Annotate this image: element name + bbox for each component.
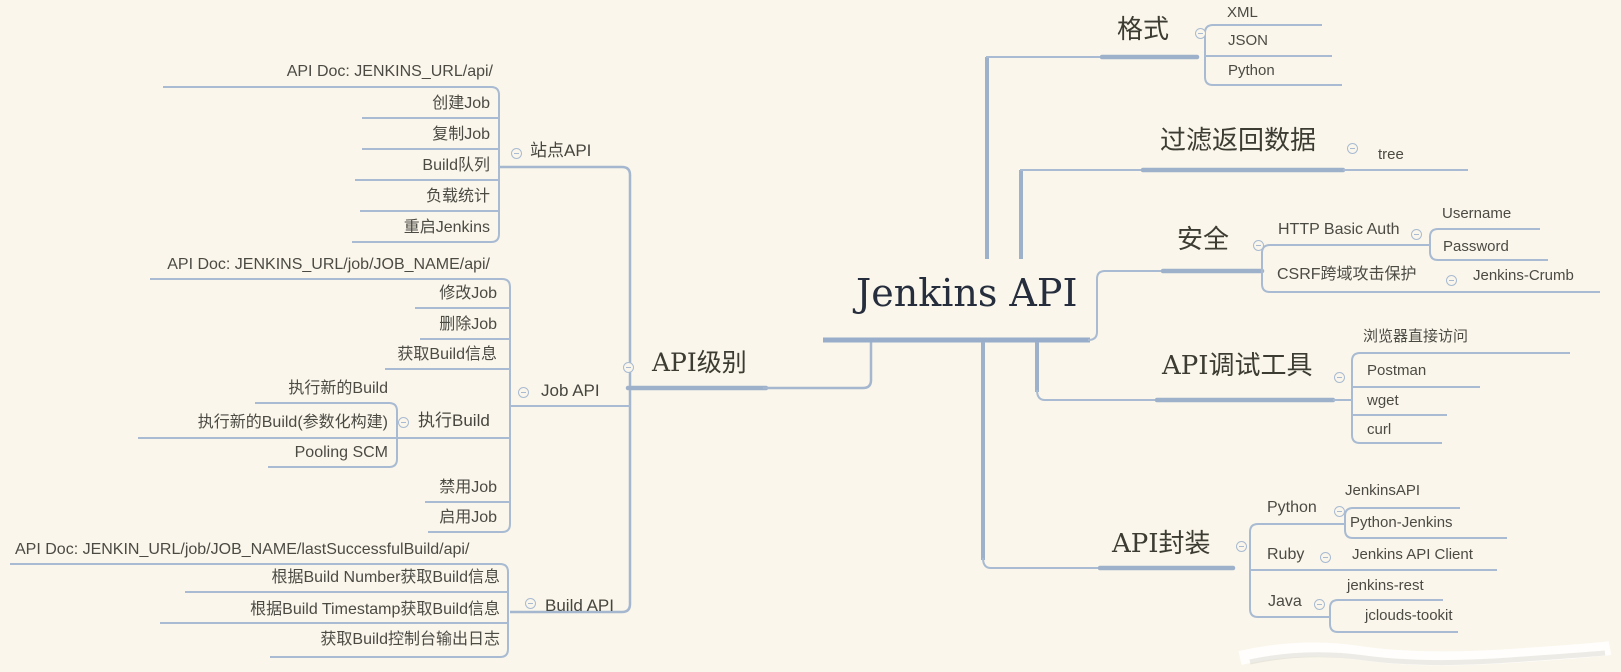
node-jenkins-rest[interactable]: jenkins-rest bbox=[1347, 577, 1424, 594]
wrapper-link bbox=[982, 557, 1100, 569]
collapse-icon[interactable] bbox=[1347, 143, 1358, 154]
node-job-api[interactable]: Job API bbox=[541, 381, 600, 400]
node-password[interactable]: Password bbox=[1443, 238, 1509, 255]
node-disable-job[interactable]: 禁用Job bbox=[439, 479, 497, 496]
node-delete-job[interactable]: 删除Job bbox=[439, 316, 497, 333]
smudge-mark bbox=[1238, 641, 1612, 666]
node-pooling-scm[interactable]: Pooling SCM bbox=[294, 444, 388, 461]
node-build-api-doc[interactable]: API Doc: JENKIN_URL/job/JOB_NAME/lastSuc… bbox=[15, 541, 470, 558]
node-modify-job[interactable]: 修改Job bbox=[439, 285, 497, 302]
topic-security[interactable]: 安全 bbox=[1177, 225, 1230, 255]
execute-build-bracket bbox=[255, 402, 398, 468]
node-build-api[interactable]: Build API bbox=[545, 596, 614, 615]
node-site-api-doc[interactable]: API Doc: JENKINS_URL/api/ bbox=[286, 63, 493, 80]
debug-children-bracket bbox=[1351, 352, 1570, 444]
collapse-icon[interactable] bbox=[1320, 552, 1331, 563]
collapse-icon[interactable] bbox=[623, 362, 634, 373]
collapse-icon[interactable] bbox=[1334, 506, 1345, 517]
node-csrf-protection[interactable]: CSRF跨域攻击保护 bbox=[1277, 266, 1417, 283]
node-create-job[interactable]: 创建Job bbox=[432, 95, 490, 112]
node-build-info-by-timestamp[interactable]: 根据Build Timestamp获取Build信息 bbox=[250, 601, 500, 618]
node-copy-job[interactable]: 复制Job bbox=[432, 126, 490, 143]
collapse-icon[interactable] bbox=[1236, 541, 1247, 552]
topic-api-wrapper[interactable]: API封装 bbox=[1112, 529, 1211, 559]
python-sub-bracket bbox=[1344, 507, 1507, 539]
node-json[interactable]: JSON bbox=[1228, 32, 1269, 49]
node-jclouds-tookit[interactable]: jclouds-tookit bbox=[1365, 607, 1453, 624]
collapse-icon[interactable] bbox=[398, 417, 409, 428]
node-python-jenkins[interactable]: Python-Jenkins bbox=[1350, 514, 1453, 531]
node-xml[interactable]: XML bbox=[1227, 4, 1258, 21]
node-python-lang[interactable]: Python bbox=[1267, 499, 1317, 516]
topic-api-level[interactable]: API级别 bbox=[652, 348, 747, 377]
node-execute-build[interactable]: 执行Build bbox=[418, 411, 490, 430]
collapse-icon[interactable] bbox=[1411, 229, 1422, 240]
debug-link bbox=[1036, 389, 1157, 401]
node-build-console-log[interactable]: 获取Build控制台输出日志 bbox=[320, 631, 500, 648]
node-tree[interactable]: tree bbox=[1378, 146, 1404, 163]
node-enable-job[interactable]: 启用Job bbox=[439, 509, 497, 526]
collapse-icon[interactable] bbox=[1334, 372, 1345, 383]
node-http-basic-auth[interactable]: HTTP Basic Auth bbox=[1278, 221, 1400, 238]
node-jenkins-api-client[interactable]: Jenkins API Client bbox=[1352, 546, 1473, 563]
topic-api-debug-tools[interactable]: API调试工具 bbox=[1162, 351, 1313, 381]
node-get-build-info[interactable]: 获取Build信息 bbox=[397, 346, 497, 363]
node-build-queue[interactable]: Build队列 bbox=[422, 157, 490, 174]
java-sub-bracket bbox=[1329, 599, 1458, 633]
collapse-icon[interactable] bbox=[525, 598, 536, 609]
collapse-icon[interactable] bbox=[1446, 275, 1457, 286]
collapse-icon[interactable] bbox=[1195, 28, 1206, 39]
collapse-icon[interactable] bbox=[1314, 599, 1325, 610]
api-level-to-root bbox=[763, 342, 873, 390]
node-browser-access[interactable]: 浏览器直接访问 bbox=[1363, 328, 1469, 345]
node-curl[interactable]: curl bbox=[1367, 421, 1392, 438]
node-load-stats[interactable]: 负载统计 bbox=[425, 188, 490, 205]
collapse-icon[interactable] bbox=[1253, 240, 1264, 251]
node-username[interactable]: Username bbox=[1442, 205, 1512, 222]
node-build-info-by-number[interactable]: 根据Build Number获取Build信息 bbox=[271, 569, 500, 586]
site-children-bracket bbox=[163, 86, 500, 243]
node-java-lang[interactable]: Java bbox=[1268, 593, 1302, 610]
topic-filter-data[interactable]: 过滤返回数据 bbox=[1160, 126, 1317, 156]
collapse-icon[interactable] bbox=[511, 148, 522, 159]
node-job-api-doc[interactable]: API Doc: JENKINS_URL/job/JOB_NAME/api/ bbox=[167, 256, 490, 273]
node-site-api[interactable]: 站点API bbox=[530, 141, 592, 160]
node-execute-new-build[interactable]: 执行新的Build bbox=[288, 380, 388, 397]
security-children-bracket bbox=[1261, 244, 1600, 293]
basic-auth-bracket bbox=[1429, 228, 1548, 261]
node-wget[interactable]: wget bbox=[1367, 392, 1399, 409]
job-children-bracket bbox=[150, 278, 511, 533]
node-jenkins-crumb[interactable]: Jenkins-Crumb bbox=[1473, 267, 1574, 284]
topic-format[interactable]: 格式 bbox=[1117, 15, 1170, 45]
collapse-icon[interactable] bbox=[518, 387, 529, 398]
node-execute-new-build-param[interactable]: 执行新的Build(参数化构建) bbox=[197, 414, 388, 431]
security-link bbox=[1087, 270, 1163, 341]
smudge-mark bbox=[1249, 650, 1606, 666]
node-ruby-lang[interactable]: Ruby bbox=[1267, 546, 1305, 563]
build-children-bracket bbox=[10, 563, 509, 658]
root-topic[interactable]: Jenkins API bbox=[856, 271, 1078, 315]
node-restart-jenkins[interactable]: 重启Jenkins bbox=[403, 219, 490, 236]
node-python-format[interactable]: Python bbox=[1228, 62, 1275, 79]
node-jenkinsapi[interactable]: JenkinsAPI bbox=[1345, 482, 1421, 499]
node-postman[interactable]: Postman bbox=[1367, 362, 1427, 379]
